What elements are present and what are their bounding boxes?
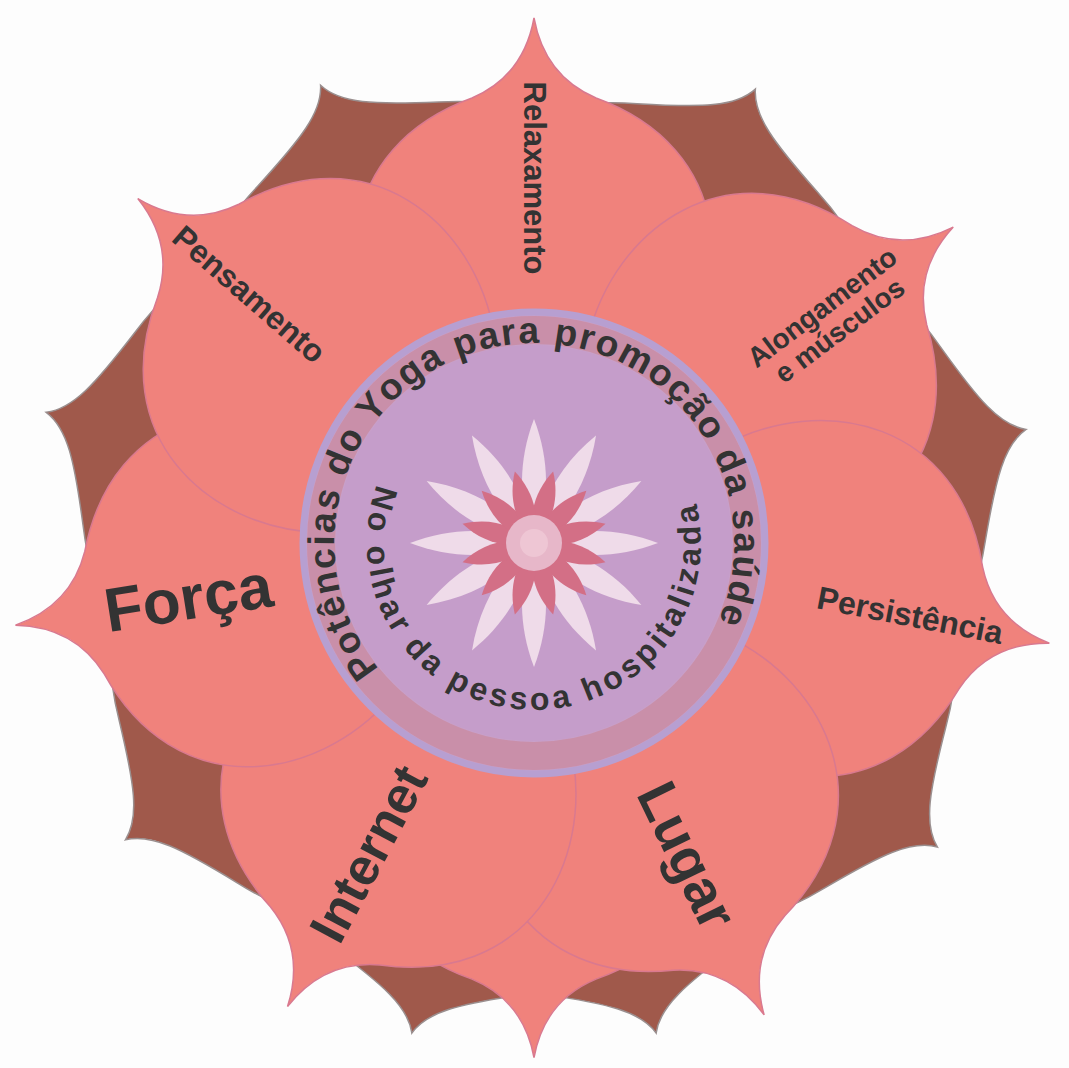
- outer-disc: [303, 312, 765, 774]
- arc-letter: s: [726, 507, 765, 532]
- arc-letter: o: [362, 544, 395, 566]
- arc-letter: a: [518, 312, 540, 350]
- arc-letter: a: [670, 503, 705, 526]
- arc-text: No olhar da pessoa hospitalizada: [299, 308, 769, 778]
- arc-letter: i: [303, 535, 340, 546]
- arc-letter: ú: [725, 554, 764, 581]
- petal-label: Relaxamento: [518, 82, 551, 275]
- petal-outline: [21, 64, 527, 569]
- arc-letter: a: [728, 532, 765, 553]
- arc-letter: c: [303, 547, 341, 570]
- arc-letter: a: [549, 679, 572, 714]
- flower-core: [506, 515, 562, 571]
- arc-letter: s: [508, 681, 529, 715]
- arc-letter: o: [530, 683, 551, 716]
- arc-letter: a: [303, 510, 342, 534]
- arc-letter: a: [673, 546, 706, 567]
- arc-letter: s: [306, 485, 346, 513]
- arc-letter: d: [673, 525, 706, 546]
- arc-letter: r: [499, 313, 518, 351]
- center-circle: Potências do Yoga para promoção da saúde…: [299, 308, 769, 778]
- arc-letter: N: [366, 483, 403, 514]
- arc-letter: [541, 312, 553, 350]
- inner-disc: [336, 345, 732, 741]
- inner-flower: [410, 419, 658, 667]
- flower-core-inner: [520, 529, 548, 557]
- arc-letter: p: [552, 313, 580, 353]
- arc-letter: o: [362, 510, 396, 534]
- arc-letter: [362, 534, 394, 544]
- rose-ring: [321, 330, 747, 756]
